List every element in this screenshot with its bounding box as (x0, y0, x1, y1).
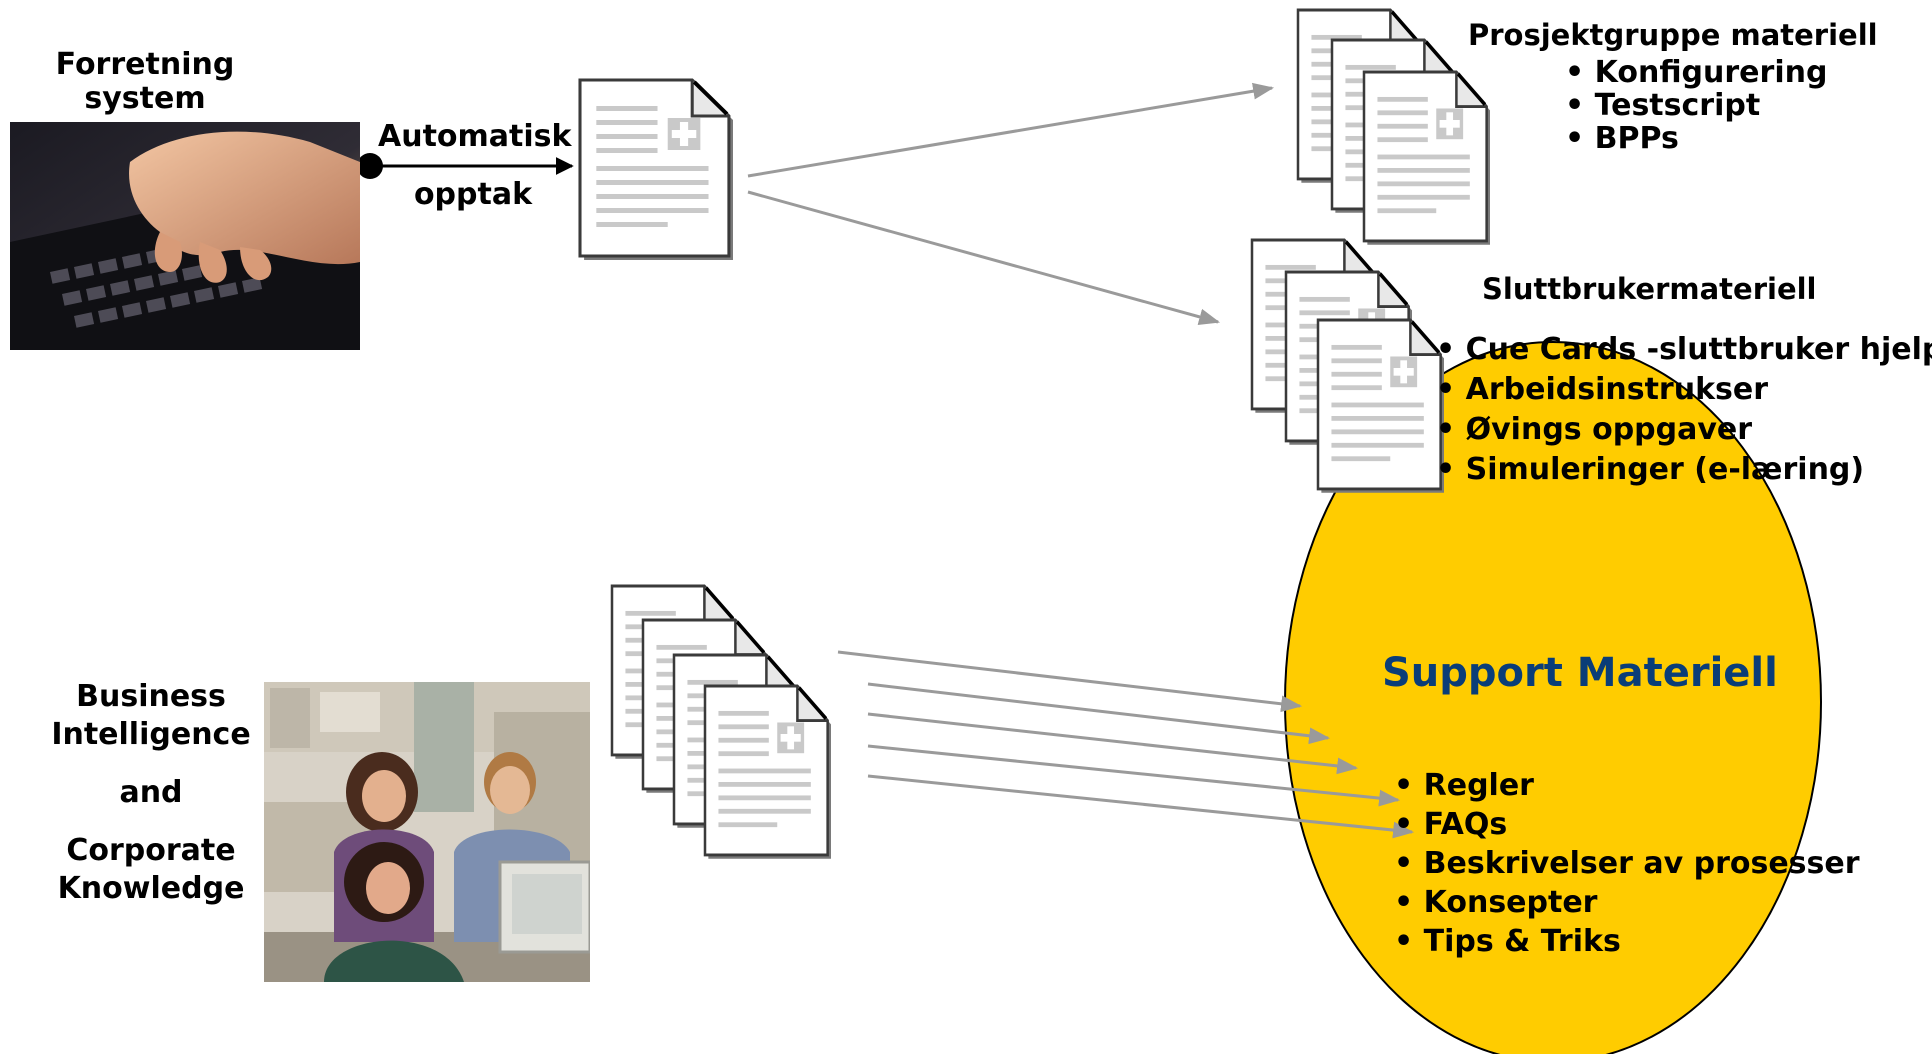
end-user-list: Cue Cards -sluttbruker hjelp Arbeidsinst… (1436, 330, 1932, 490)
forretning-system-label: Forretning system (40, 48, 250, 116)
support-title: Support Materiell (1382, 650, 1778, 696)
project-group-list: Konfigurering Testscript BPPs (1565, 56, 1828, 155)
support-item: Tips & Triks (1394, 922, 1860, 961)
bi-line-2: Intelligence (51, 717, 251, 752)
end-user-item: Øvings oppgaver (1436, 410, 1932, 450)
bi-line-4: Corporate (66, 833, 236, 868)
project-group-item: Testscript (1565, 89, 1827, 122)
bi-line-5: Knowledge (57, 871, 245, 906)
project-group-item: Konfigurering (1565, 56, 1828, 89)
project-group-title: Prosjektgruppe materiell (1468, 18, 1878, 52)
project-group-documents-icon (1296, 8, 1492, 247)
end-user-documents-icon (1250, 238, 1446, 495)
automatisk-label: Automatisk (378, 119, 572, 154)
end-user-item: Arbeidsinstrukser (1436, 370, 1932, 410)
system-line: system (84, 81, 206, 116)
project-group-item: BPPs (1565, 122, 1827, 155)
arrow-to-end-user (747, 190, 1221, 326)
source-document-icon (580, 80, 733, 260)
bi-line-1: Business (76, 679, 226, 714)
support-item: Beskrivelser av prosesser (1394, 844, 1860, 883)
support-item: Regler (1394, 766, 1860, 805)
support-list: Regler FAQs Beskrivelser av prosesser Ko… (1394, 766, 1860, 961)
knowledge-arrows (837, 650, 1415, 839)
keyboard-photo (10, 122, 360, 350)
end-user-item: Cue Cards -sluttbruker hjelp (1436, 330, 1932, 370)
arrow-to-project-group (747, 82, 1275, 178)
knowledge-documents-icon (610, 584, 833, 861)
opptak-label: opptak (413, 177, 533, 212)
end-user-item: Simuleringer (e-læring) (1436, 450, 1932, 490)
support-item: Konsepter (1394, 883, 1860, 922)
end-user-title: Sluttbrukermateriell (1482, 272, 1817, 306)
business-intelligence-label: Business Intelligence and Corporate Know… (46, 678, 256, 908)
support-item: FAQs (1394, 805, 1860, 844)
office-team-photo (264, 682, 590, 982)
bi-line-3: and (119, 775, 183, 810)
forretning-line: Forretning (55, 47, 235, 82)
